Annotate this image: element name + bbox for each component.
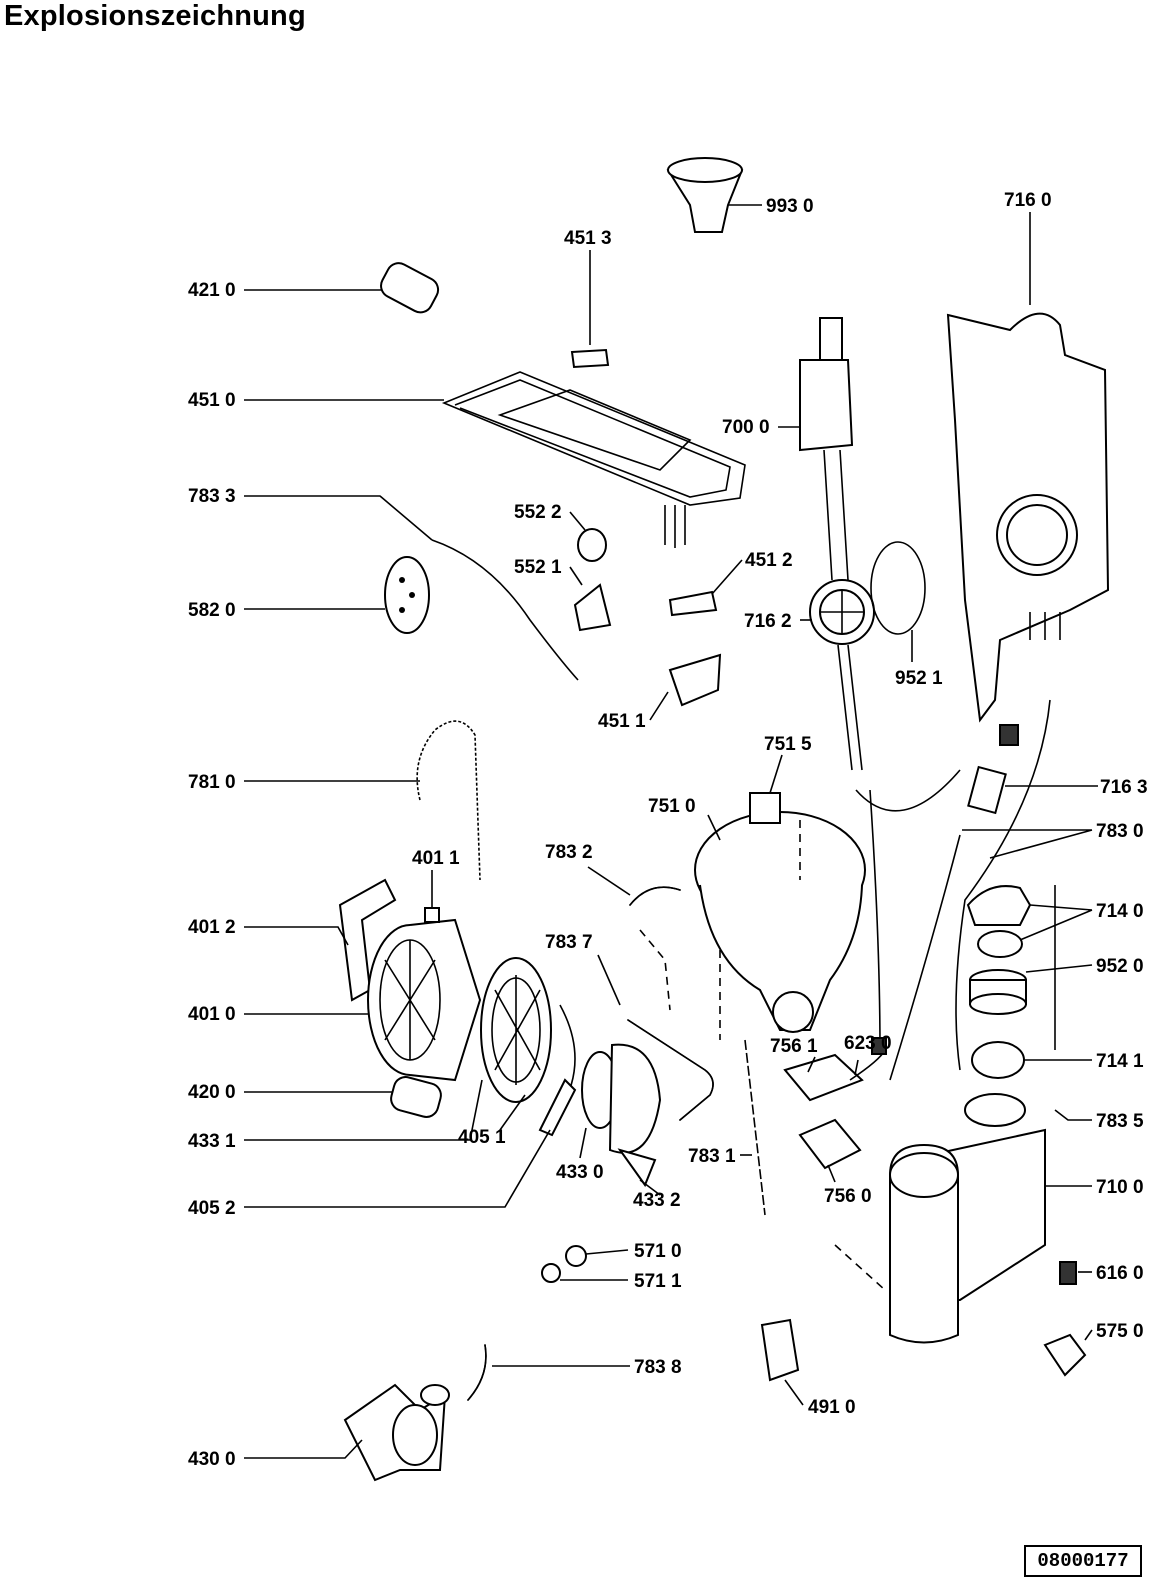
- label-4512: 451 2: [745, 550, 793, 571]
- label-5820: 582 0: [188, 600, 236, 621]
- label-7838: 783 8: [634, 1357, 682, 1378]
- label-7560: 756 0: [824, 1186, 872, 1207]
- pump-parts-drawing: [480, 957, 662, 1188]
- label-7510: 751 0: [648, 796, 696, 817]
- hose-7833-drawing: [431, 539, 579, 681]
- label-7831: 783 1: [688, 1146, 736, 1167]
- label-4330: 433 0: [556, 1162, 604, 1183]
- label-4910: 491 0: [808, 1397, 856, 1418]
- water-softener-drawing: [834, 1093, 1046, 1344]
- label-7835: 783 5: [1096, 1111, 1144, 1132]
- label-7830: 783 0: [1096, 821, 1144, 842]
- label-5711: 571 1: [634, 1271, 682, 1292]
- label-5522: 552 2: [514, 502, 562, 523]
- label-5710: 571 0: [634, 1241, 682, 1262]
- label-4052: 405 2: [188, 1198, 236, 1219]
- label-4011: 401 1: [412, 848, 460, 869]
- label-7160: 716 0: [1004, 190, 1052, 211]
- label-4200: 420 0: [188, 1082, 236, 1103]
- label-4510: 451 0: [188, 390, 236, 411]
- part-5750-drawing: [1043, 1333, 1087, 1377]
- float-drawing: [384, 556, 430, 634]
- hose-7830-drawing: [889, 834, 961, 1081]
- label-7515: 751 5: [764, 734, 812, 755]
- label-4010: 401 0: [188, 1004, 236, 1025]
- holder-4511-drawing: [668, 653, 722, 707]
- part-4910-drawing: [760, 1318, 800, 1382]
- label-9521: 952 1: [895, 668, 943, 689]
- capacitor-drawing: [380, 262, 440, 314]
- label-6230: 623 0: [844, 1033, 892, 1054]
- clip-drawing: [570, 348, 610, 369]
- part-6160-drawing: [1059, 1261, 1077, 1285]
- label-9930: 993 0: [766, 196, 814, 217]
- label-7833: 783 3: [188, 486, 236, 507]
- screen-9520-drawing: [969, 969, 1027, 1015]
- bracket-4512-drawing: [668, 590, 718, 617]
- pressure-switch-hose-drawing: [799, 317, 961, 1051]
- label-4210: 421 0: [188, 280, 236, 301]
- page-title: Explosionszeichnung: [4, 0, 306, 32]
- label-7163: 716 3: [1100, 777, 1148, 798]
- cap-7140-drawing: [966, 885, 1032, 926]
- label-7100: 710 0: [1096, 1177, 1144, 1198]
- label-4300: 430 0: [188, 1449, 236, 1470]
- document-number-box: 08000177: [1024, 1545, 1142, 1577]
- label-7832: 783 2: [545, 842, 593, 863]
- ring-7140-drawing: [977, 930, 1023, 958]
- label-6160: 616 0: [1096, 1263, 1144, 1284]
- label-5750: 575 0: [1096, 1321, 1144, 1342]
- label-7141: 714 1: [1096, 1051, 1144, 1072]
- leader-lines: [244, 204, 1098, 1459]
- label-4012: 401 2: [188, 917, 236, 938]
- label-4331: 433 1: [188, 1131, 236, 1152]
- sump-drawing: [694, 792, 866, 1033]
- connector-7163-drawing: [967, 765, 1007, 815]
- drain-pump-drawing: [343, 1383, 450, 1482]
- label-7000: 700 0: [722, 417, 770, 438]
- side-panel-drawing: [946, 312, 1110, 746]
- label-7140: 714 0: [1096, 901, 1144, 922]
- label-7837: 783 7: [545, 932, 593, 953]
- nut-5710-drawing: [565, 1245, 587, 1267]
- level-switch-drawing: [783, 1037, 887, 1170]
- thermostat-drawing: [573, 528, 612, 632]
- motor-drawing: [338, 878, 482, 1082]
- label-7810: 781 0: [188, 772, 236, 793]
- label-7561: 756 1: [770, 1036, 818, 1057]
- label-4513: 451 3: [564, 228, 612, 249]
- tube-7831-drawing: [744, 1039, 766, 1216]
- funnel-drawing: [666, 157, 744, 233]
- pipe-7832-drawing: [629, 886, 681, 906]
- nut-5711-drawing: [541, 1263, 561, 1283]
- capacitor-4200-drawing: [390, 1076, 442, 1118]
- label-4511: 451 1: [598, 711, 646, 732]
- label-4332: 433 2: [633, 1190, 681, 1211]
- heating-element-drawing: [441, 371, 746, 548]
- label-5521: 552 1: [514, 557, 562, 578]
- label-4051: 405 1: [458, 1127, 506, 1148]
- ring-7141-drawing: [971, 1041, 1025, 1079]
- label-7162: 716 2: [744, 611, 792, 632]
- label-9520: 952 0: [1096, 956, 1144, 977]
- corrugated-hose-drawing: [416, 720, 481, 881]
- part-labels: 993 0 451 3 716 0 421 0 451 0 700 0 783 …: [188, 190, 1148, 1470]
